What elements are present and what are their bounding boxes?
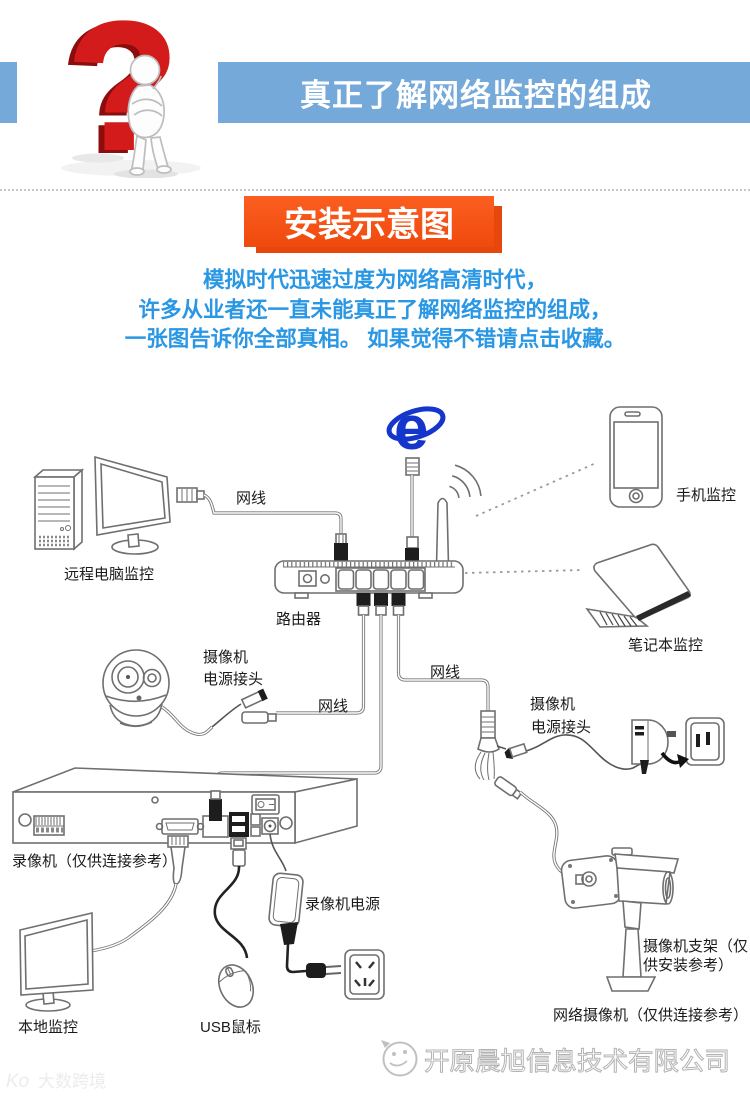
plug-arrow bbox=[660, 751, 689, 768]
usb-mouse-label: USB鼠标 bbox=[200, 1019, 261, 1036]
cable-mid-label: 网线 bbox=[318, 698, 348, 715]
intro-line-2: 许多从业者还一直未能真正了解网络监控的组成， bbox=[138, 297, 612, 322]
router-illustration bbox=[274, 464, 482, 599]
cable-top-label: 网线 bbox=[236, 490, 266, 507]
dvr-power-adapter bbox=[268, 833, 342, 978]
ie-network-cable bbox=[405, 457, 420, 563]
ie-letter: e bbox=[394, 394, 428, 463]
ie-browser-icon: e bbox=[386, 394, 446, 463]
wall-outlet-bottom bbox=[344, 949, 385, 1000]
title-banner: 真正了解网络监控的组成 bbox=[218, 62, 750, 123]
camera-power-adapter bbox=[631, 719, 676, 774]
local-monitor-illustration bbox=[19, 911, 94, 1012]
remote-pc-label: 远程电脑监控 bbox=[64, 566, 154, 583]
dome-camera-illustration bbox=[102, 649, 277, 737]
remote-monitor-illustration bbox=[94, 455, 171, 555]
qmark-shadow bbox=[72, 153, 124, 163]
bracket-label-line2: 供安装参考） bbox=[643, 957, 733, 974]
phone-label: 手机监控 bbox=[676, 487, 736, 504]
section-badge-label: 安装示意图 bbox=[284, 206, 454, 244]
camera1-label-line1: 摄像机 bbox=[203, 649, 248, 666]
local-monitor-label: 本地监控 bbox=[18, 1019, 78, 1036]
banner-title: 真正了解网络监控的组成 bbox=[300, 78, 652, 113]
company-logo bbox=[381, 1040, 418, 1077]
intro-paragraph: 模拟时代迅速过度为网络高清时代， 许多从业者还一直未能真正了解网络监控的组成， … bbox=[0, 266, 750, 355]
dashed-divider bbox=[0, 189, 750, 191]
watermark-logo: Ko bbox=[6, 1071, 29, 1092]
company-name: 开原晨旭信息技术有限公司 bbox=[424, 1048, 730, 1076]
dvr-power-label: 录像机电源 bbox=[305, 896, 380, 913]
intro-line-1: 模拟时代迅速过度为网络高清时代， bbox=[202, 268, 547, 292]
question-mark-back: ? bbox=[62, 8, 172, 178]
dvr-label: 录像机（仅供连接参考） bbox=[12, 853, 177, 870]
pc-tower-illustration bbox=[32, 468, 85, 551]
bracket-label-line1: 摄像机支架（仅 bbox=[643, 938, 748, 955]
camera1-label-line2: 电源接头 bbox=[203, 671, 263, 688]
router-lan-cables bbox=[214, 593, 490, 792]
laptop-illustration bbox=[585, 543, 691, 628]
router-label: 路由器 bbox=[276, 611, 321, 628]
dvr-illustration bbox=[12, 767, 358, 845]
camera2-label-line1: 摄像机 bbox=[530, 696, 575, 713]
ip-camera-label: 网络摄像机（仅供连接参考） bbox=[553, 1007, 748, 1024]
laptop-label: 笔记本监控 bbox=[628, 637, 703, 654]
usb-cable-mouse bbox=[213, 837, 255, 1008]
vga-cable bbox=[90, 835, 189, 953]
question-thinker-image: ? ? bbox=[46, 0, 210, 192]
watermark-text: 大数跨境 bbox=[38, 1072, 106, 1091]
intro-line-3: 一张图告诉你全部真相。 如果觉得不错请点击收藏。 bbox=[124, 327, 626, 351]
section-badge: 安装示意图 bbox=[244, 196, 494, 247]
thinker-figure bbox=[127, 54, 172, 176]
smartphone-illustration bbox=[609, 406, 663, 508]
wall-outlet-right bbox=[685, 717, 725, 766]
network-cable-top bbox=[176, 487, 348, 561]
cable-right-label: 网线 bbox=[430, 664, 460, 681]
blue-accent-strip bbox=[0, 62, 17, 123]
camera2-label-line2: 电源接头 bbox=[531, 719, 591, 736]
bullet-camera-illustration bbox=[560, 847, 680, 992]
